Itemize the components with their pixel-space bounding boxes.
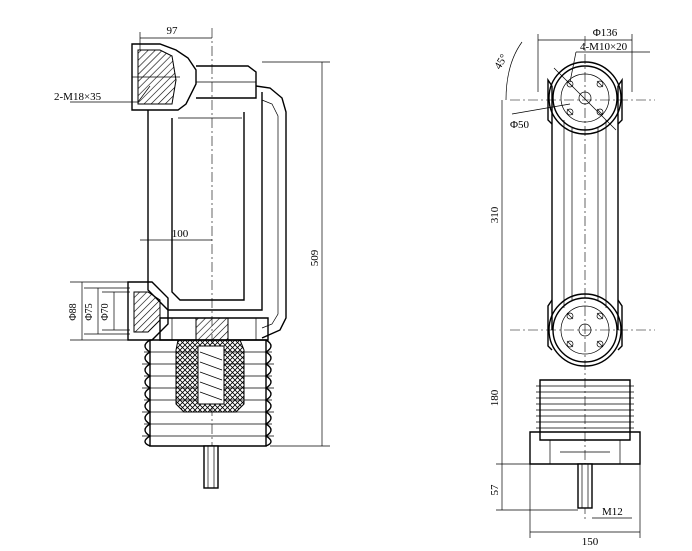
dim-4-m10x20: 4-M10×20	[580, 41, 628, 53]
front-stem	[577, 463, 593, 509]
front-view: Φ136 4-M10×20 45° Φ50 310 180 57 M12 150	[489, 27, 655, 548]
dim-97: 97	[167, 25, 179, 37]
top-boss	[548, 61, 622, 135]
dim-2-m18x35: 2-M18×35	[54, 91, 102, 103]
dim-m12: M12	[602, 506, 623, 518]
dim-phi-50: Φ50	[510, 119, 530, 131]
dim-100: 100	[172, 228, 189, 240]
dim-180: 180	[489, 389, 501, 406]
dim-angle-45: 45°	[492, 52, 510, 71]
dim-150: 150	[582, 536, 599, 548]
side-view: 97 2-M18×35 100 509 Φ88 Φ75 Φ70	[54, 25, 330, 489]
side-stem	[203, 445, 219, 489]
dim-310: 310	[489, 206, 501, 223]
bottom-boss	[548, 293, 622, 367]
dim-phi-70: Φ70	[100, 303, 111, 320]
dim-57: 57	[489, 484, 501, 496]
lower-terminal-section	[133, 291, 161, 333]
dim-phi-75: Φ75	[84, 303, 95, 320]
dim-phi-88: Φ88	[68, 303, 79, 320]
dim-phi-136: Φ136	[593, 27, 618, 39]
dim-509: 509	[309, 249, 321, 266]
